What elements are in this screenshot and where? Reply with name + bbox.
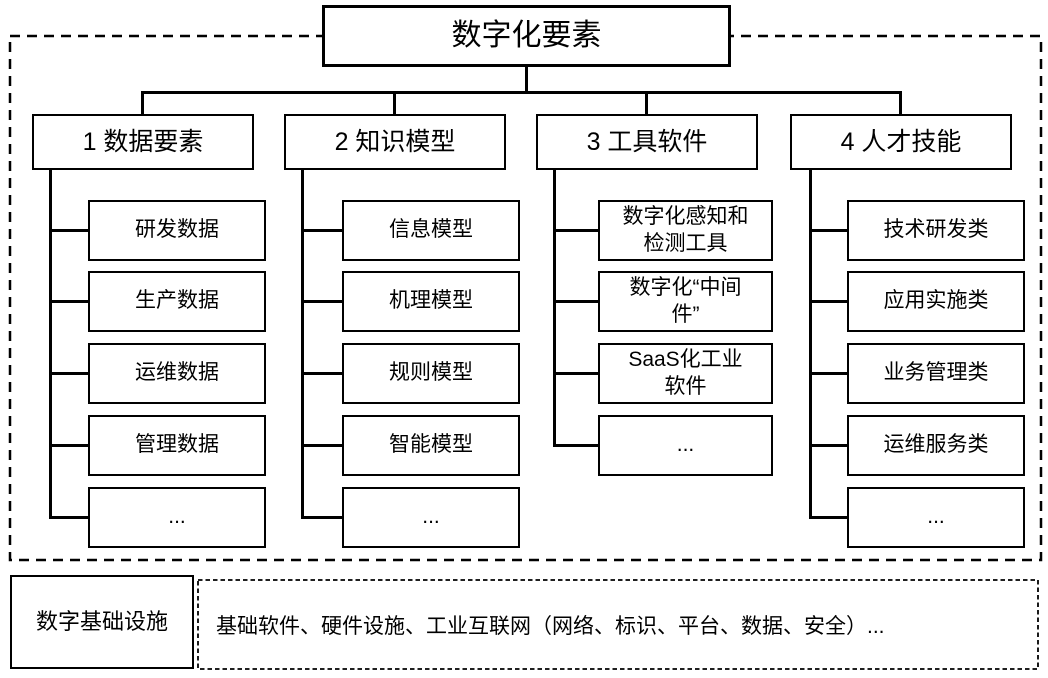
infrastructure-label-box: 数字基础设施 (10, 575, 194, 669)
node-talent-ellipsis: ... (847, 487, 1025, 548)
node-middleware: 数字化“中间 件” (598, 271, 773, 332)
node-saas-software: SaaS化工业 软件 (598, 343, 773, 404)
connector-root-stub (525, 66, 528, 93)
infrastructure-dotted-frame (197, 579, 1039, 670)
branch-header-talent: 4 人才技能 (790, 114, 1012, 170)
node-rule-model: 规则模型 (342, 343, 520, 404)
connector-stub (553, 444, 598, 447)
node-management-data: 管理数据 (88, 415, 266, 476)
connector-col3-trunk (553, 168, 556, 447)
node-tech-rd: 技术研发类 (847, 200, 1025, 261)
node-om-data: 运维数据 (88, 343, 266, 404)
node-model-ellipsis: ... (342, 487, 520, 548)
node-mechanism-model: 机理模型 (342, 271, 520, 332)
connector-stub (809, 372, 847, 375)
connector-branch2-stub (393, 91, 396, 116)
connector-stub (809, 516, 847, 519)
connector-stub (553, 300, 598, 303)
connector-stub (49, 229, 88, 232)
connector-stub (809, 229, 847, 232)
infrastructure-content: 基础软件、硬件设施、工业互联网（网络、标识、平台、数据、安全）... (216, 614, 885, 638)
connector-col2-trunk (301, 168, 304, 519)
node-data-ellipsis: ... (88, 487, 266, 548)
node-sensing-tools: 数字化感知和 检测工具 (598, 200, 773, 261)
branch-header-knowledge: 2 知识模型 (284, 114, 506, 170)
node-intelligent-model: 智能模型 (342, 415, 520, 476)
connector-branch3-stub (645, 91, 648, 116)
branch-header-tools: 3 工具软件 (536, 114, 758, 170)
connector-stub (809, 300, 847, 303)
connector-stub (809, 444, 847, 447)
connector-branch1-stub (141, 91, 144, 116)
connector-stub (301, 516, 342, 519)
connector-stub (301, 229, 342, 232)
node-om-service: 运维服务类 (847, 415, 1025, 476)
connector-stub (553, 372, 598, 375)
node-implementation: 应用实施类 (847, 271, 1025, 332)
connector-stub (49, 300, 88, 303)
connector-stub (301, 300, 342, 303)
connector-branch4-stub (899, 91, 902, 116)
root-box: 数字化要素 (322, 5, 731, 67)
connector-stub (301, 444, 342, 447)
node-production-data: 生产数据 (88, 271, 266, 332)
connector-stub (301, 372, 342, 375)
node-info-model: 信息模型 (342, 200, 520, 261)
node-business-mgmt: 业务管理类 (847, 343, 1025, 404)
connector-horizontal-bar (141, 91, 902, 94)
connector-stub (49, 372, 88, 375)
node-tools-ellipsis: ... (598, 415, 773, 476)
connector-stub (49, 444, 88, 447)
node-rd-data: 研发数据 (88, 200, 266, 261)
connector-col4-trunk (809, 168, 812, 519)
connector-col1-trunk (49, 168, 52, 519)
connector-stub (49, 516, 88, 519)
branch-header-data: 1 数据要素 (32, 114, 254, 170)
connector-stub (553, 229, 598, 232)
